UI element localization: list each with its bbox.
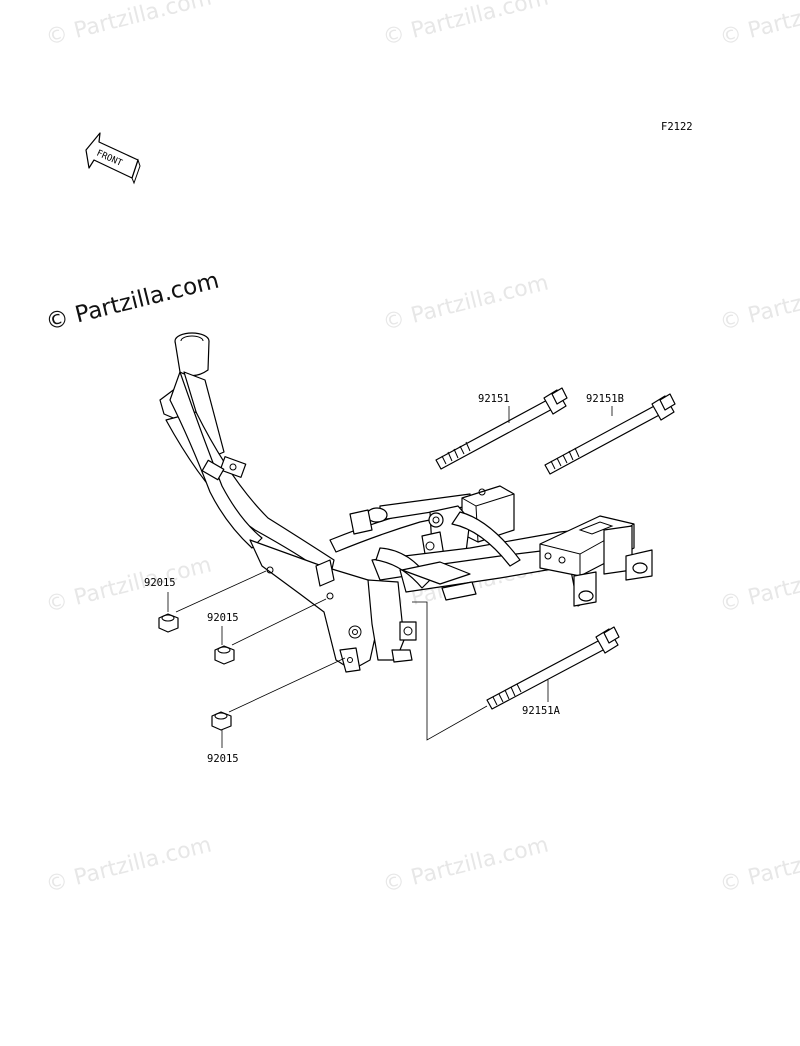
label-nut-92015-middle: 92015	[207, 612, 239, 624]
bolt-92151a	[486, 626, 620, 710]
bolt-92151	[435, 387, 568, 470]
bolt-92151b	[544, 393, 676, 475]
watermark: © Partzilla.com	[717, 0, 800, 51]
front-arrow-icon: FRONT	[85, 132, 141, 185]
main-watermark: © Partzilla.com	[43, 268, 222, 336]
label-bolt-92151: 92151	[478, 393, 510, 405]
leader-lines	[167, 406, 613, 748]
figure-code: F2122	[661, 121, 693, 133]
watermark: © Partzilla.com	[43, 0, 214, 51]
watermark: © Partzilla.com	[717, 832, 800, 897]
nut-92015-middle	[214, 645, 235, 665]
watermark-layer: © Partzilla.com © Partzilla.com © Partzi…	[43, 0, 800, 898]
watermark: © Partzilla.com	[380, 270, 551, 335]
watermark: © Partzilla.com	[717, 270, 800, 335]
watermark: © Partzilla.com	[43, 832, 214, 897]
nut-92015-top	[158, 613, 179, 633]
watermark: © Partzilla.com	[380, 0, 551, 51]
watermark: © Partzilla.com	[717, 552, 800, 617]
label-nut-92015-top: 92015	[144, 577, 176, 589]
label-nut-92015-bottom: 92015	[207, 753, 239, 765]
watermark: © Partzilla.com	[43, 552, 214, 617]
frame-drawing	[159, 332, 653, 673]
label-bolt-92151a: 92151A	[522, 705, 561, 717]
label-bolt-92151b: 92151B	[586, 393, 624, 405]
watermark: © Partzilla.com	[380, 832, 551, 897]
nut-92015-bottom	[211, 711, 232, 731]
